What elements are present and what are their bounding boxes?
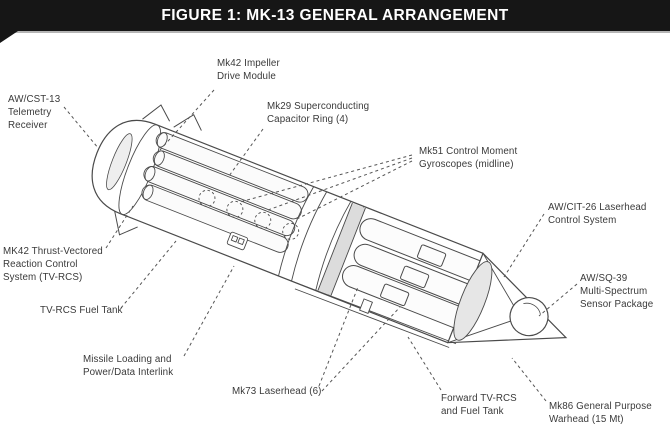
- hull-bottom-edge: [120, 213, 449, 344]
- leader-laserhead-1: [318, 286, 359, 387]
- ventral-fin: [114, 211, 138, 236]
- leader-fuel-tank: [120, 240, 177, 309]
- callout-laserhead-control: AW/CIT-26 Laserhead Control System: [548, 202, 647, 226]
- callout-warhead: Mk86 General Purpose Warhead (15 Mt): [549, 401, 652, 425]
- forward-bulkhead-lines: [317, 202, 366, 296]
- leader-warhead: [511, 357, 547, 402]
- leader-tvrcs: [105, 205, 134, 249]
- leader-laserhead-control: [503, 213, 545, 278]
- leader-lines: [63, 89, 578, 402]
- tail-fin: [173, 113, 202, 131]
- figure-banner: FIGURE 1: MK-13 GENERAL ARRANGEMENT: [0, 0, 670, 43]
- callout-tvrcs: MK42 Thrust-Vectored Reaction Control Sy…: [3, 246, 103, 283]
- callout-forward-tvrcs: Forward TV-RCS and Fuel Tank: [441, 393, 517, 417]
- figure-title: FIGURE 1: MK-13 GENERAL ARRANGEMENT: [161, 6, 509, 24]
- callout-capacitor: Mk29 Superconducting Capacitor Ring (4): [267, 101, 370, 125]
- forward-bulkhead: [317, 202, 366, 296]
- aft-equipment-tubes: [141, 132, 309, 253]
- lower-rail: [287, 279, 457, 348]
- leader-capacitor: [228, 128, 264, 177]
- callout-impeller: Mk42 Impeller Drive Module: [217, 58, 280, 82]
- leader-gyroscopes-3: [294, 160, 413, 221]
- callout-laserhead: Mk73 Laserhead (6): [232, 386, 322, 397]
- impeller-hub: [106, 133, 133, 191]
- tail-fin: [142, 104, 171, 122]
- hull-top-edge: [155, 123, 484, 254]
- leader-impeller: [159, 89, 215, 151]
- missile-illustration: [91, 104, 568, 348]
- sensor-dome-highlight: [523, 302, 541, 315]
- callout-telemetry: AW/CST-13 Telemetry Receiver: [8, 94, 61, 131]
- callout-fuel-tank: TV-RCS Fuel Tank: [40, 305, 123, 316]
- callout-gyroscopes: Mk51 Control Moment Gyroscopes (midline): [419, 146, 518, 170]
- callout-sensor-package: AW/SQ-39 Multi-Spectrum Sensor Package: [580, 273, 654, 310]
- callout-interlink: Missile Loading and Power/Data Interlink: [83, 354, 174, 378]
- leader-telemetry: [63, 106, 100, 150]
- warhead-bulkhead: [453, 261, 493, 341]
- leader-laserhead-2: [321, 306, 401, 392]
- leader-sensor-package: [538, 283, 578, 317]
- sensor-dome: [509, 297, 549, 337]
- leader-forward-tvrcs: [407, 336, 442, 391]
- leader-interlink: [183, 265, 235, 357]
- leader-gyroscopes-2: [267, 157, 413, 211]
- interlink-connector: [226, 231, 249, 251]
